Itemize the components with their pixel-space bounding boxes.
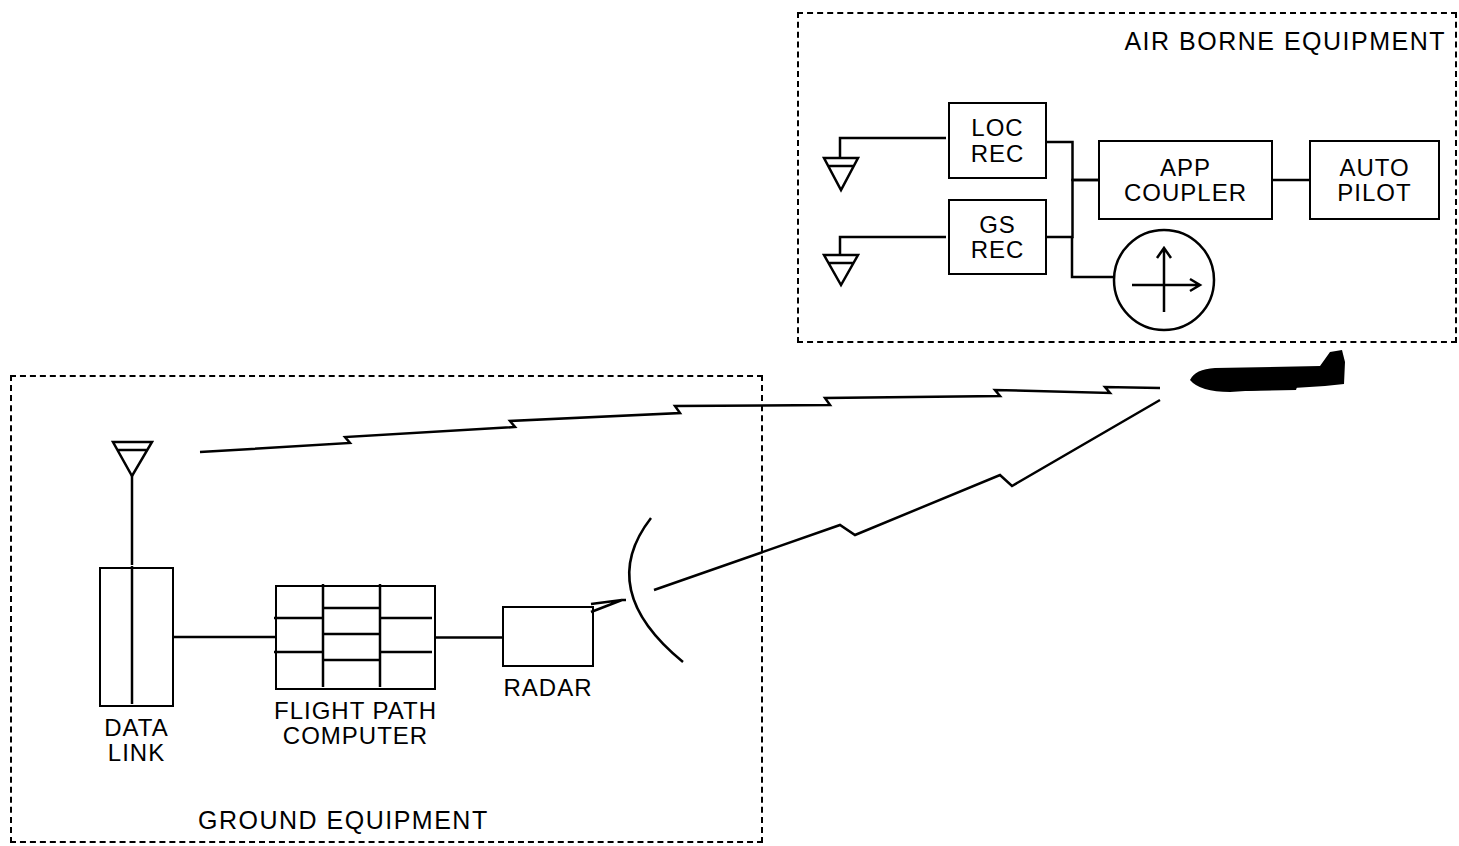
antenna-lead xyxy=(840,237,946,255)
ground-region: GROUND EQUIPMENT DATA LINK FLIGHT PATH COM… xyxy=(10,375,763,843)
data-link-divider xyxy=(131,566,134,704)
indicator-wire xyxy=(1072,237,1114,277)
antenna-symbol xyxy=(824,255,858,285)
radar-box: RADAR xyxy=(502,606,594,667)
computer-box: FLIGHT PATH COMPUTER xyxy=(275,585,436,690)
antenna-symbol xyxy=(113,442,152,476)
antenna-mast xyxy=(131,474,134,565)
component-label: DATA LINK xyxy=(92,715,182,765)
aircraft-silhouette xyxy=(1190,350,1345,392)
radio-link xyxy=(200,387,1160,452)
antenna-symbol xyxy=(824,158,858,190)
box-label: GS REC xyxy=(950,212,1045,262)
signal-line xyxy=(436,636,502,639)
computer-grid xyxy=(274,584,432,687)
indicator-instrument xyxy=(1114,230,1214,330)
signal-line xyxy=(174,636,275,639)
autopilot-box: AUTO PILOT xyxy=(1309,140,1440,220)
signal-line xyxy=(1273,179,1309,182)
region-heading: GROUND EQUIPMENT xyxy=(195,807,492,833)
airborne-region: AIR BORNE EQUIPMENT LOC REC GS REC APP COUP… xyxy=(797,12,1457,343)
aircraft-wing xyxy=(1240,378,1300,391)
component-label: FLIGHT PATH COMPUTER xyxy=(241,698,471,748)
antenna-lead xyxy=(840,138,946,158)
signal-line xyxy=(1047,142,1098,180)
coupler-box: APP COUPLER xyxy=(1098,140,1273,220)
signal-line xyxy=(1047,180,1098,237)
radio-link xyxy=(654,400,1160,590)
data-link-box: DATA LINK xyxy=(99,567,174,707)
radar-feed xyxy=(591,600,626,612)
receiver-box: LOC REC xyxy=(948,102,1047,179)
box-label: AUTO PILOT xyxy=(1311,155,1438,205)
region-heading: AIR BORNE EQUIPMENT xyxy=(1121,28,1449,54)
receiver-box: GS REC xyxy=(948,199,1047,275)
box-label: LOC REC xyxy=(950,115,1045,165)
indicator-needles xyxy=(1132,248,1200,312)
component-label: RADAR xyxy=(478,675,618,700)
box-label: APP COUPLER xyxy=(1100,155,1271,205)
